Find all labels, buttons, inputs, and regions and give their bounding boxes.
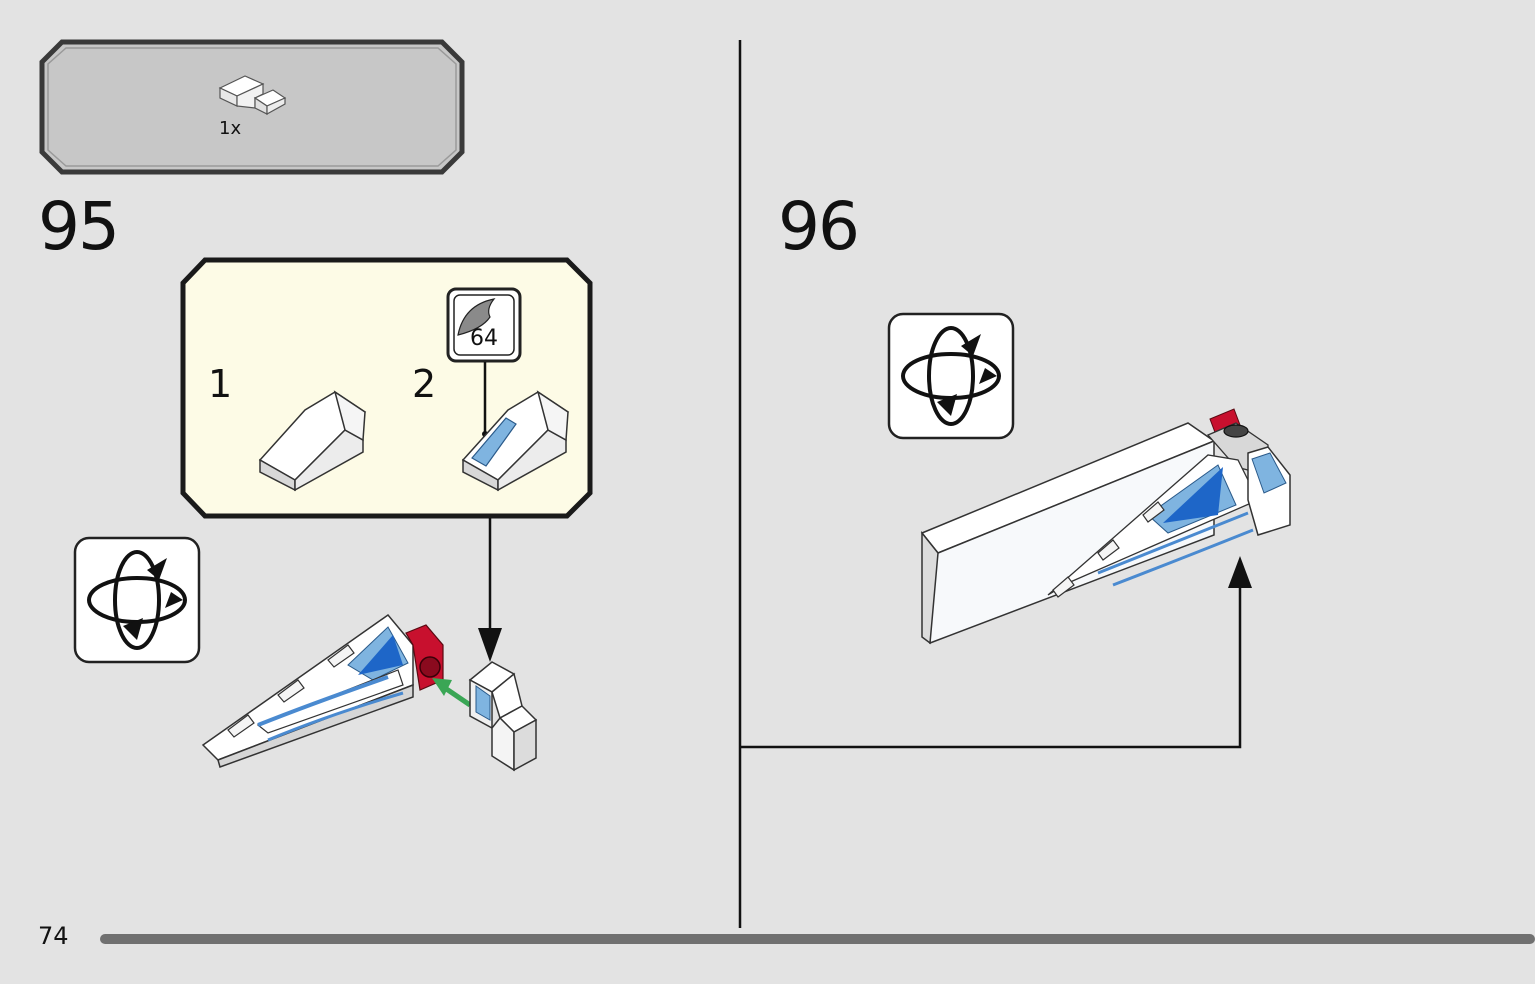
rotate-model-icon	[73, 536, 201, 664]
substep-number-2: 2	[412, 362, 437, 406]
part-quantity: 1x	[219, 118, 242, 139]
white-slope-brick-icon	[258, 390, 367, 492]
wing-panel-model	[920, 408, 1291, 645]
page-number: 74	[38, 922, 69, 950]
slope-brick-part	[468, 661, 538, 772]
sticker-number: 64	[470, 326, 498, 351]
substep-number-1: 1	[208, 362, 233, 406]
slope-brick-with-sticker-icon	[461, 390, 570, 492]
step-number-96: 96	[778, 188, 860, 265]
rotate-model-icon	[887, 312, 1015, 440]
step-number-95: 95	[38, 188, 120, 265]
wing-assembly-model	[201, 613, 444, 768]
slope-brick-part-icon	[218, 75, 287, 116]
sticker-label-box	[446, 287, 522, 363]
